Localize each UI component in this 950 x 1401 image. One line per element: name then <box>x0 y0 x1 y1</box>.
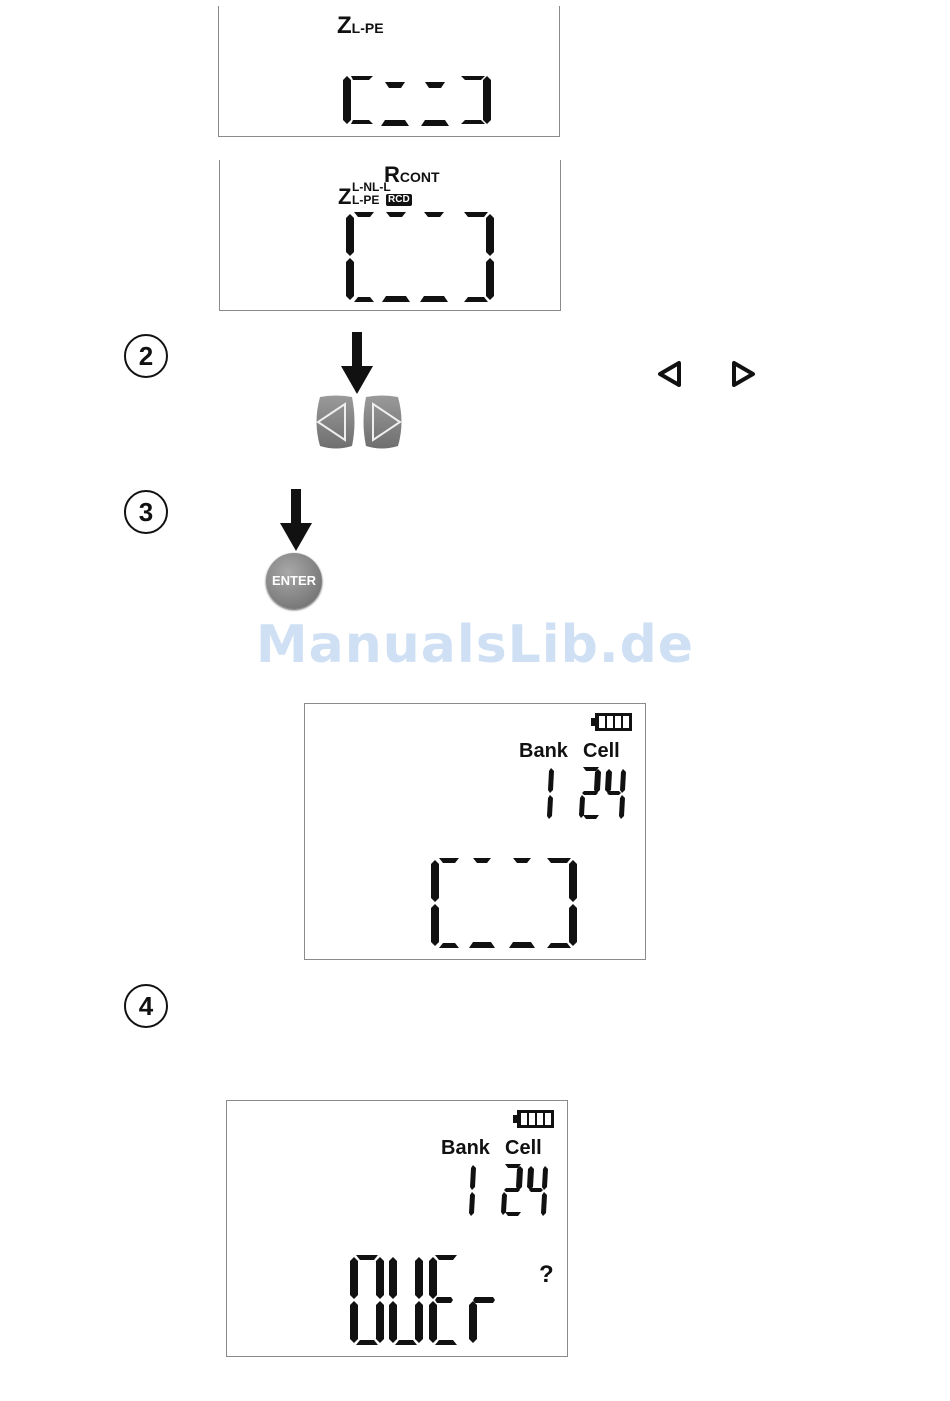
dash-placeholder-digits <box>339 74 499 130</box>
lcd-display-zlpe: ZL-PE <box>218 6 560 137</box>
battery-icon <box>591 712 633 732</box>
dash-placeholder-digits <box>429 858 579 950</box>
lcd-display-bank-cell: Bank Cell <box>304 703 646 960</box>
zlpe-label: ZL-PE <box>337 12 384 40</box>
step-number-4: 4 <box>124 984 168 1028</box>
step-number-3: 3 <box>124 490 168 534</box>
over-reading-digits <box>349 1255 499 1347</box>
z-label: Z <box>338 184 351 210</box>
bank-label: Bank <box>519 740 568 763</box>
cell-label: Cell <box>505 1137 542 1160</box>
right-triangle-icon <box>730 360 756 388</box>
cell-label: Cell <box>583 740 620 763</box>
left-triangle-icon <box>657 360 683 388</box>
battery-icon <box>513 1109 555 1129</box>
z-sub-bottom: L-PE <box>352 193 379 207</box>
lcd-display-over: Bank Cell ? <box>226 1100 568 1357</box>
left-key-button <box>317 396 355 449</box>
bank-label: Bank <box>441 1137 490 1160</box>
left-right-keys[interactable] <box>310 394 408 452</box>
rcont-label: RCONT <box>384 162 440 188</box>
bank-cell-digits <box>543 766 627 820</box>
step-number-2: 2 <box>124 334 168 378</box>
rcd-badge: RCD <box>386 194 412 206</box>
down-arrow-icon <box>280 489 312 553</box>
z-sub-top: L-NL-L <box>352 180 391 194</box>
enter-button[interactable]: ENTER <box>266 553 322 609</box>
lcd-display-multi: RCONT Z L-NL-L L-PE RCD <box>219 160 561 311</box>
dash-placeholder-digits <box>344 212 498 304</box>
watermark: ManualsLib.de <box>0 615 950 675</box>
right-key-button <box>364 396 402 449</box>
question-mark: ? <box>539 1261 554 1289</box>
bank-cell-digits <box>465 1163 549 1217</box>
down-arrow-icon <box>341 332 373 396</box>
